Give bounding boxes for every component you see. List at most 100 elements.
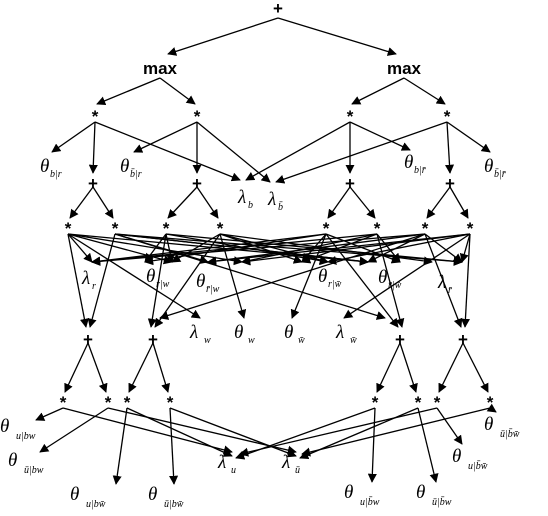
circuit-edge <box>436 407 463 445</box>
circuit-edge <box>290 233 327 319</box>
circuit-edge <box>241 233 471 266</box>
times-node-l2-6: * <box>422 219 429 238</box>
lambda-r-0-subscript: r <box>92 281 96 292</box>
lambda-u-1-subscript: ū <box>295 465 300 476</box>
circuit-edge <box>277 17 397 56</box>
bottom-param-0-subscript: u|bw <box>16 431 36 442</box>
max-node-right: max <box>387 59 422 78</box>
circuit-edge <box>51 121 96 153</box>
bottom-param-3-subscript: ū|bw̄ <box>164 499 184 510</box>
times-node-l3-5: * <box>415 393 422 412</box>
bottom-param-2-symbol: θ <box>70 484 79 505</box>
times-node-l1-2: * <box>347 107 354 126</box>
times-node-l2-0: * <box>65 219 72 238</box>
circuit-edge <box>219 233 247 319</box>
bottom-param-6: θ u|b̄w̄ <box>452 446 488 472</box>
bottom-param-4-symbol: θ <box>344 482 353 503</box>
times-node-l1-0: * <box>92 107 99 126</box>
bottom-param-1: θ ū|bw <box>8 450 44 476</box>
circuit-edge <box>349 186 376 219</box>
top-param-3-subscript: b̄|r̄ <box>494 168 506 180</box>
circuit-edge <box>64 342 89 393</box>
circuit-edge <box>325 233 401 264</box>
circuit-edge <box>92 186 114 219</box>
circuit-edge <box>367 407 377 483</box>
w-node-1-symbol: θ <box>234 322 243 343</box>
bottom-param-4-subscript: u|b̄w <box>360 496 380 508</box>
middle-param-3-subscript: r̄|w̄ <box>388 280 402 291</box>
lambda-u-0-symbol: λ <box>217 452 226 473</box>
circuit-edge <box>449 186 469 219</box>
circuit-edge <box>351 77 405 105</box>
circuit-edge <box>245 121 351 181</box>
bottom-param-0-symbol: θ <box>0 416 9 437</box>
times-node-l3-6: * <box>434 393 441 412</box>
circuit-edge <box>239 407 438 457</box>
w-node-0-symbol: λ <box>189 322 198 343</box>
circuit-edge <box>87 233 116 328</box>
circuit-edge <box>376 233 405 328</box>
circuit-edge <box>460 233 471 328</box>
lambda-b-0-symbol: λ <box>237 187 246 208</box>
bottom-param-3: θ ū|bw̄ <box>148 484 184 510</box>
bottom-param-3-symbol: θ <box>148 484 157 505</box>
times-node-l2-2: * <box>163 219 170 238</box>
plus-node-l1-3: + <box>445 174 455 193</box>
times-node-l1-3: * <box>444 107 451 126</box>
middle-param-1-subscript: r̄|w <box>206 284 220 295</box>
circuit-edge <box>69 186 94 219</box>
circuit-edge <box>171 233 221 263</box>
middle-param-0-subscript: r|w <box>156 279 170 290</box>
circuit-edge <box>196 186 219 219</box>
circuit-edges <box>35 17 497 485</box>
circuit-edge <box>376 233 401 263</box>
circuit-edge <box>424 233 463 328</box>
top-param-1-symbol: θ <box>120 156 129 177</box>
circuit-edge <box>67 233 369 266</box>
top-param-1-subscript: b̄|r <box>130 168 142 180</box>
top-param-2-symbol: θ <box>404 152 413 173</box>
circuit-edge <box>87 342 108 393</box>
circuit-edge <box>67 233 93 263</box>
times-node-l1-1: * <box>194 107 201 126</box>
bottom-param-6-subscript: u|b̄w̄ <box>468 460 488 472</box>
bottom-param-1-subscript: ū|bw <box>24 465 44 476</box>
circuit-edge <box>114 233 386 320</box>
circuit-edge <box>349 121 411 151</box>
circuit-edge <box>446 121 491 153</box>
w-node-2-subscript: w̄ <box>298 335 305 346</box>
lambda-b-0-subscript: b <box>248 200 253 211</box>
top-param-3-symbol: θ <box>484 156 493 177</box>
circuit-edge <box>275 121 448 184</box>
circuit-edge <box>241 233 378 265</box>
circuit-edge <box>169 407 179 485</box>
times-node-l3-7: * <box>487 393 494 412</box>
circuit-edge <box>438 342 464 393</box>
plus-node-l1-1: + <box>192 174 202 193</box>
middle-param-3-symbol: θ <box>378 267 387 288</box>
circuit-edge <box>114 233 463 266</box>
circuit-edge <box>39 407 109 453</box>
circuit-edge <box>94 121 241 182</box>
bottom-param-7-subscript: ū|b̄w̄ <box>500 428 520 440</box>
circuit-edge <box>376 342 401 393</box>
times-node-l3-3: * <box>167 393 174 412</box>
middle-param-2-symbol: θ <box>318 266 327 287</box>
top-param-0-subscript: b|r <box>50 169 62 180</box>
bottom-param-1-symbol: θ <box>8 450 17 471</box>
plus-node-l2-2: + <box>395 330 405 349</box>
circuit-edge <box>133 121 198 153</box>
times-node-l3-4: * <box>372 393 379 412</box>
bottom-param-6-symbol: θ <box>452 446 461 467</box>
